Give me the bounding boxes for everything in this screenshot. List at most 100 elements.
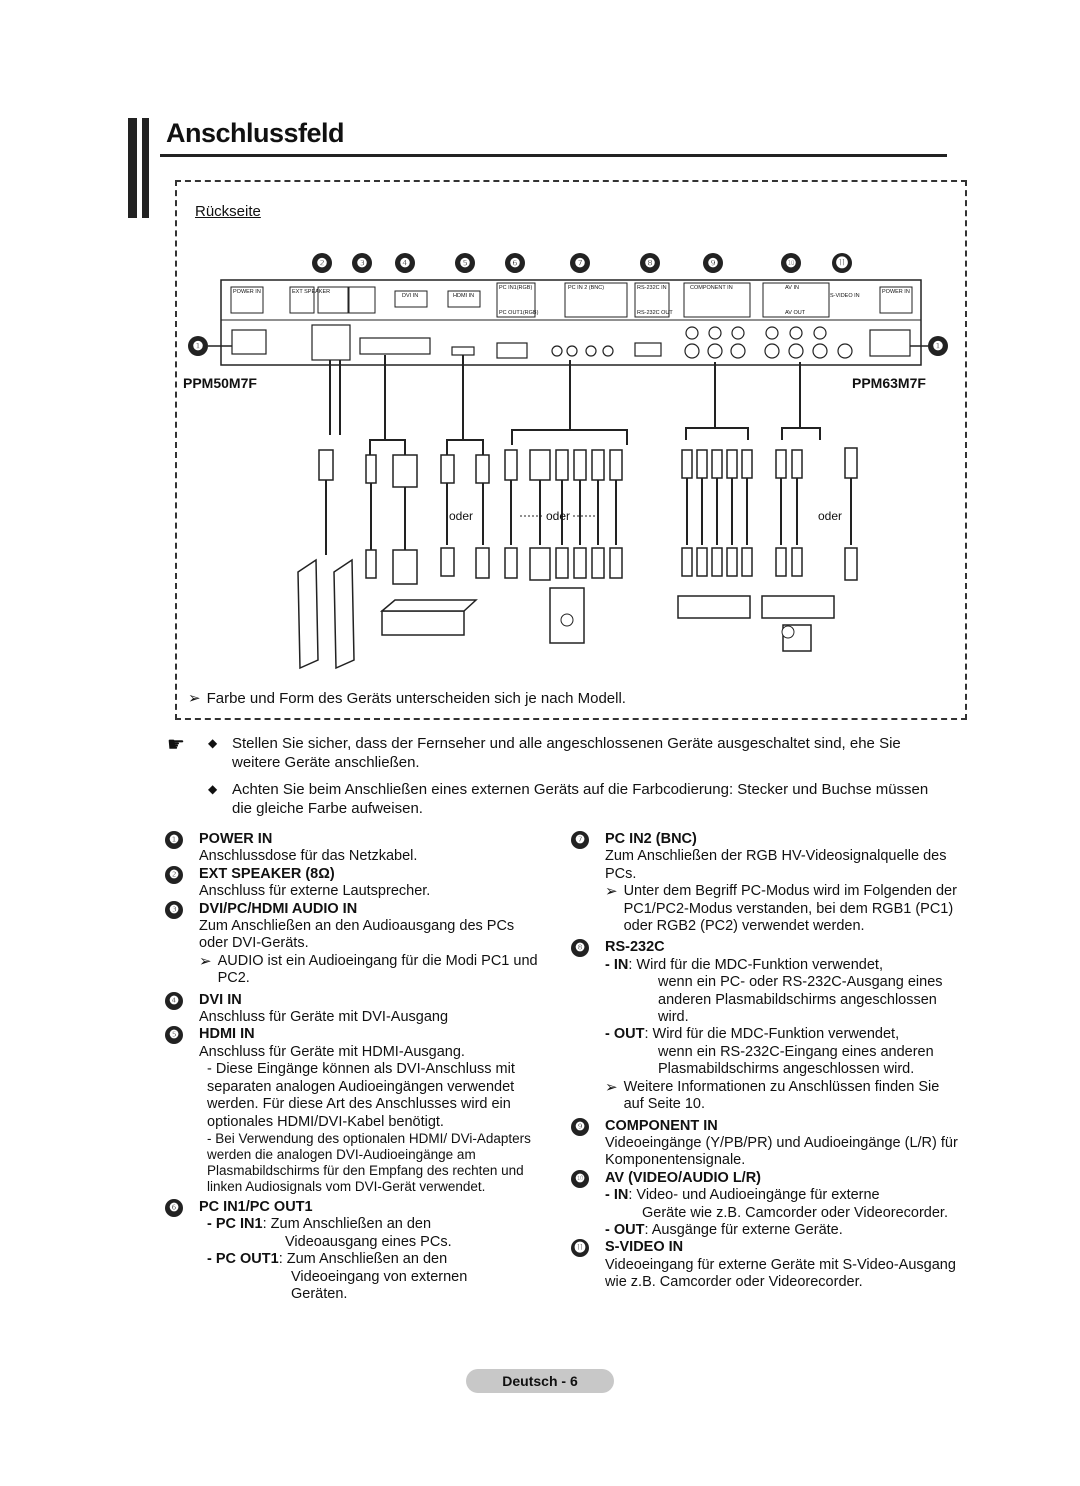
- diamond-icon: ◆: [208, 782, 218, 796]
- item-title: EXT SPEAKER (8Ω): [199, 865, 335, 882]
- sub-label: - PC IN1: [207, 1216, 263, 1233]
- back-label: Rückseite: [195, 203, 261, 220]
- arrow-icon: ➢: [199, 952, 212, 970]
- callout-number: ❽: [640, 253, 660, 273]
- diamond-icon: ◆: [208, 736, 218, 750]
- panel-label: HDMI IN: [453, 293, 474, 299]
- item-desc: - Diese Eingänge können als DVI-Anschlus…: [207, 1061, 515, 1130]
- or-label: oder: [449, 509, 473, 523]
- bullet-text: Stellen Sie sicher, dass der Fernseher u…: [232, 735, 901, 771]
- item-number: ❻: [165, 1198, 183, 1217]
- item-number: ❹: [165, 991, 183, 1010]
- callout-number: ❶: [188, 336, 208, 356]
- note-text: AUDIO ist ein Audioeingang für die Modi …: [217, 952, 538, 987]
- item-number: ⓫: [571, 1239, 589, 1258]
- item-number: ❸: [165, 900, 183, 919]
- panel-label: RS-232C OUT: [637, 310, 673, 316]
- panel-label: RS-232C IN: [637, 285, 667, 291]
- sub-label: - IN: [605, 1187, 629, 1204]
- item-hdmi-in: ❺ HDMI IN Anschluss für Geräte mit HDMI-…: [165, 1026, 540, 1194]
- item-number: ❾: [571, 1117, 589, 1136]
- item-pc-in1-out1: ❻ PC IN1/PC OUT1 - PC IN1: Zum Anschließ…: [165, 1198, 540, 1303]
- panel-label: AV IN: [785, 285, 799, 291]
- item-desc: Zum Anschließen an den Audioausgang des …: [199, 918, 515, 952]
- item-ext-speaker: ❷ EXT SPEAKER (8Ω) Anschluss für externe…: [165, 865, 540, 901]
- sub-text: : Zum Anschließen an den: [262, 1216, 432, 1233]
- item-number: ❽: [571, 939, 589, 958]
- item-desc: Videoeingang für externe Geräte mit S-Vi…: [605, 1256, 956, 1291]
- item-note: ➢ Weitere Informationen zu Anschlüssen f…: [605, 1079, 961, 1114]
- hand-pointer-icon: ☛: [167, 734, 185, 756]
- panel-label: POWER IN: [882, 289, 910, 295]
- item-title: PC IN1/PC OUT1: [199, 1198, 313, 1215]
- item-number: ❿: [571, 1169, 589, 1188]
- item-component-in: ❾ COMPONENT IN Videoeingänge (Y/PB/PR) u…: [571, 1117, 961, 1170]
- panel-label: PC IN1(RGB): [499, 285, 532, 291]
- note-text: Unter dem Begriff PC-Modus wird im Folge…: [623, 883, 957, 935]
- sub-label: - OUT: [605, 1026, 645, 1043]
- item-number: ❺: [165, 1026, 183, 1045]
- panel-label: S-VIDEO IN: [830, 293, 860, 299]
- model-right: PPM63M7F: [852, 375, 926, 391]
- header-bar: [142, 118, 149, 218]
- item-note: ➢ Unter dem Begriff PC-Modus wird im Fol…: [605, 883, 961, 935]
- sub-label: - OUT: [605, 1221, 645, 1238]
- item-s-video-in: ⓫ S-VIDEO IN Videoeingang für externe Ge…: [571, 1239, 961, 1291]
- header-bar: [128, 118, 137, 218]
- header-rule: [160, 154, 947, 157]
- sub-text: wenn ein RS-232C-Eingang eines anderen P…: [658, 1043, 934, 1078]
- sub-text: Geräte wie z.B. Camcorder oder Videoreco…: [642, 1204, 948, 1221]
- item-title: HDMI IN: [199, 1026, 255, 1043]
- item-note: ➢ AUDIO ist ein Audioeingang für die Mod…: [199, 953, 540, 988]
- callout-number: ❺: [455, 253, 475, 273]
- diagram-note: ➢Farbe und Form des Geräts unterscheiden…: [188, 689, 626, 707]
- item-title: DVI/PC/HDMI AUDIO IN: [199, 900, 358, 917]
- callout-number: ❻: [505, 253, 525, 273]
- item-title: PC IN2 (BNC): [605, 831, 697, 847]
- item-power-in: ❶ POWER IN Anschlussdose für das Netzkab…: [165, 831, 540, 866]
- item-av: ❿ AV (VIDEO/AUDIO L/R) - IN: Video- und …: [571, 1169, 961, 1240]
- item-title: RS-232C: [605, 939, 665, 956]
- sub-text: : Zum Anschließen an den: [278, 1251, 448, 1268]
- panel-label: AV OUT: [785, 310, 806, 316]
- rear-panel-illustration: POWER IN EXT SPEAKER DVI IN HDMI IN PC I…: [208, 279, 928, 670]
- model-left: PPM50M7F: [183, 375, 257, 391]
- note-text: Farbe und Form des Geräts unterscheiden …: [206, 690, 626, 707]
- arrow-icon: ➢: [605, 1078, 618, 1096]
- note-text: Weitere Informationen zu Anschlüssen fin…: [623, 1078, 940, 1113]
- panel-label: PC IN 2 (BNC): [568, 285, 604, 291]
- page-number-badge: Deutsch - 6: [466, 1369, 614, 1393]
- sub-text: : Ausgänge für externe Geräte.: [644, 1221, 843, 1238]
- item-title: POWER IN: [199, 831, 273, 847]
- item-pc-in2: ❼ PC IN2 (BNC) Zum Anschließen der RGB H…: [571, 831, 961, 935]
- panel-label: COMPONENT IN: [690, 285, 733, 291]
- item-desc: Anschluss für externe Lautsprecher.: [199, 883, 431, 900]
- item-title: COMPONENT IN: [605, 1117, 718, 1134]
- item-title: AV (VIDEO/AUDIO L/R): [605, 1169, 762, 1186]
- diagram-frame: [175, 180, 967, 720]
- item-dvi-in: ❹ DVI IN Anschluss für Geräte mit DVI-Au…: [165, 991, 540, 1027]
- panel-label: DVI IN: [402, 293, 418, 299]
- sub-text: : Wird für die MDC-Funktion verwendet,: [644, 1026, 900, 1043]
- item-desc: Zum Anschließen der RGB HV-Videosignalqu…: [605, 848, 947, 882]
- callout-number: ❿: [781, 253, 801, 273]
- sub-text: wenn ein PC- oder RS-232C-Ausgang eines …: [658, 974, 943, 1026]
- callout-number: ❾: [703, 253, 723, 273]
- item-title: S-VIDEO IN: [605, 1239, 684, 1256]
- arrow-icon: ➢: [605, 883, 618, 901]
- sub-text: Geräten.: [291, 1285, 348, 1302]
- panel-label: POWER IN: [233, 289, 261, 295]
- bullet-item: ◆ Achten Sie beim Anschließen eines exte…: [208, 780, 948, 818]
- sub-text: : Wird für die MDC-Funktion verwendet,: [628, 956, 883, 973]
- item-title: DVI IN: [199, 991, 242, 1008]
- or-label: oder: [546, 509, 570, 523]
- callout-number: ❷: [312, 253, 332, 273]
- item-rs232c: ❽ RS-232C - IN: Wird für die MDC-Funktio…: [571, 939, 961, 1113]
- bullet-item: ◆ Stellen Sie sicher, dass der Fernseher…: [208, 734, 948, 772]
- right-column: ❼ PC IN2 (BNC) Zum Anschließen der RGB H…: [571, 831, 961, 1292]
- callout-number: ❸: [352, 253, 372, 273]
- callout-number: ❼: [570, 253, 590, 273]
- item-desc: Anschluss für Geräte mit DVI-Ausgang: [199, 1009, 449, 1026]
- panel-label: EXT SPEAKER: [292, 289, 330, 295]
- left-column: ❶ POWER IN Anschlussdose für das Netzkab…: [165, 831, 540, 1303]
